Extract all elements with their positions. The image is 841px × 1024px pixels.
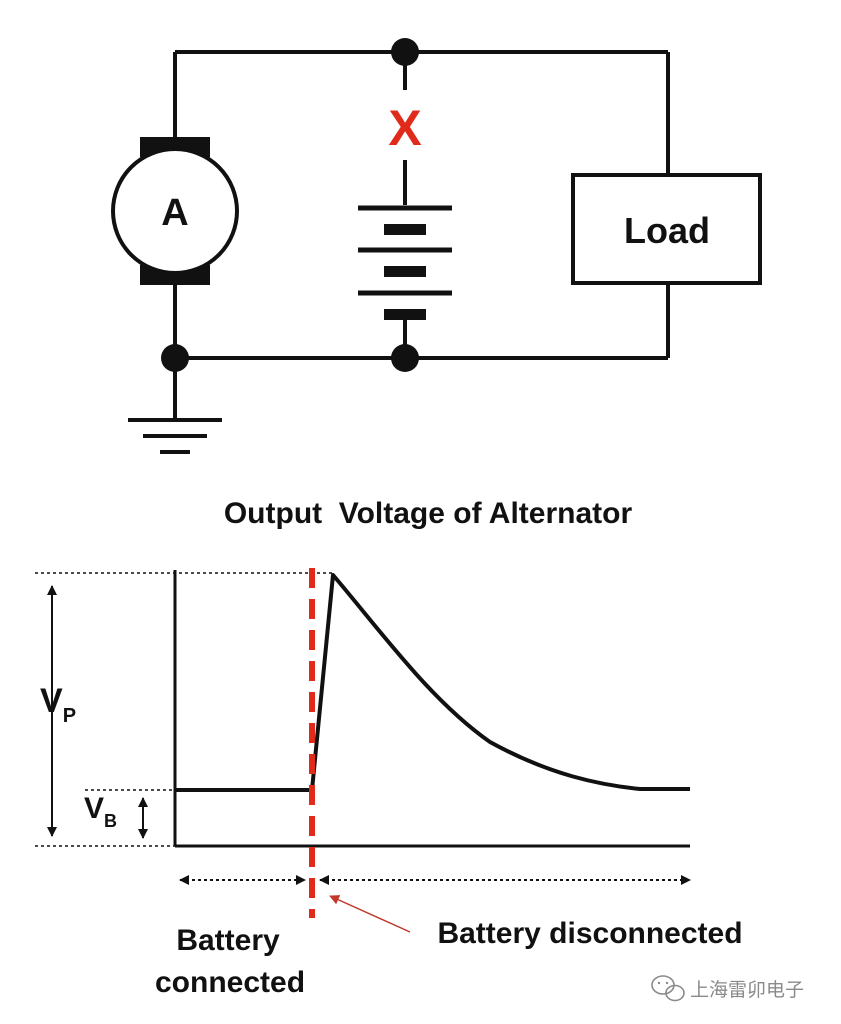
alternator-label: A — [161, 192, 188, 234]
voltage-waveform: Output Voltage of Alternator VP VB — [35, 497, 743, 999]
voltage-curve — [175, 573, 690, 792]
battery-disconnected-label: Battery disconnected — [437, 917, 742, 950]
battery-symbol — [358, 205, 452, 320]
vb-label-subscript: B — [104, 811, 117, 831]
waveform-title: Output Voltage of Alternator — [224, 497, 633, 530]
battery-connected-label-line1: Battery — [176, 924, 280, 957]
vp-label-main: V — [40, 682, 63, 720]
vp-label: VP — [40, 682, 76, 727]
vb-label: VB — [84, 792, 117, 831]
alternator-symbol: A — [111, 137, 239, 285]
disconnected-pointer-arrow — [329, 895, 411, 933]
junction-node-bottom-left — [161, 344, 189, 372]
watermark: 上海雷卯电子 — [651, 975, 804, 1002]
disconnect-mark: X — [388, 100, 421, 156]
battery-connected-label-line2: connected — [155, 966, 305, 999]
wechat-icon — [651, 975, 685, 1002]
vp-label-subscript: P — [63, 705, 76, 727]
watermark-text: 上海雷卯电子 — [690, 979, 804, 1001]
load-label: Load — [624, 210, 710, 251]
ground-symbol — [128, 418, 222, 454]
load-box: Load — [571, 173, 762, 285]
circuit-schematic: A X — [111, 38, 762, 454]
vb-label-main: V — [84, 792, 104, 825]
